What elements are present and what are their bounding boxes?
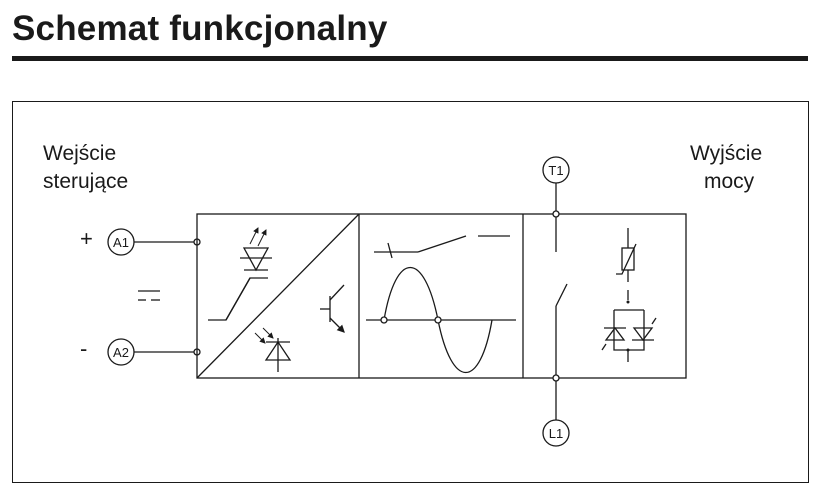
transistor-icon bbox=[320, 284, 345, 333]
thyristor-pair-icon bbox=[601, 290, 657, 362]
contact-switch-icon bbox=[555, 283, 568, 307]
terminal-a1: A1 bbox=[107, 228, 135, 256]
zero-crossing-sine-icon bbox=[366, 235, 516, 374]
input-label-line2: sterujące bbox=[43, 170, 128, 193]
input-label-line1: Wejście bbox=[43, 142, 116, 165]
output-label-line2: mocy bbox=[704, 170, 755, 193]
output-label-line1: Wyjście bbox=[690, 142, 762, 165]
terminal-a1-label: A1 bbox=[113, 235, 129, 250]
dc-symbol-icon bbox=[138, 290, 160, 301]
terminal-t1: T1 bbox=[542, 156, 570, 184]
page-title: Schemat funkcjonalny bbox=[12, 9, 388, 48]
title-rule bbox=[12, 56, 808, 61]
terminal-a2-label: A2 bbox=[113, 345, 129, 360]
photodiode-icon bbox=[254, 327, 292, 372]
led-icon bbox=[240, 227, 272, 272]
plus-sign: + bbox=[80, 226, 93, 251]
main-block bbox=[196, 213, 687, 379]
terminal-a2: A2 bbox=[107, 338, 135, 366]
minus-sign: - bbox=[80, 336, 87, 361]
optocoupler-zener-icon bbox=[208, 277, 268, 321]
outer-frame bbox=[12, 101, 809, 483]
terminal-l1: L1 bbox=[542, 419, 570, 447]
terminal-l1-label: L1 bbox=[549, 426, 563, 441]
terminal-t1-label: T1 bbox=[548, 163, 563, 178]
varistor-icon bbox=[616, 228, 637, 282]
